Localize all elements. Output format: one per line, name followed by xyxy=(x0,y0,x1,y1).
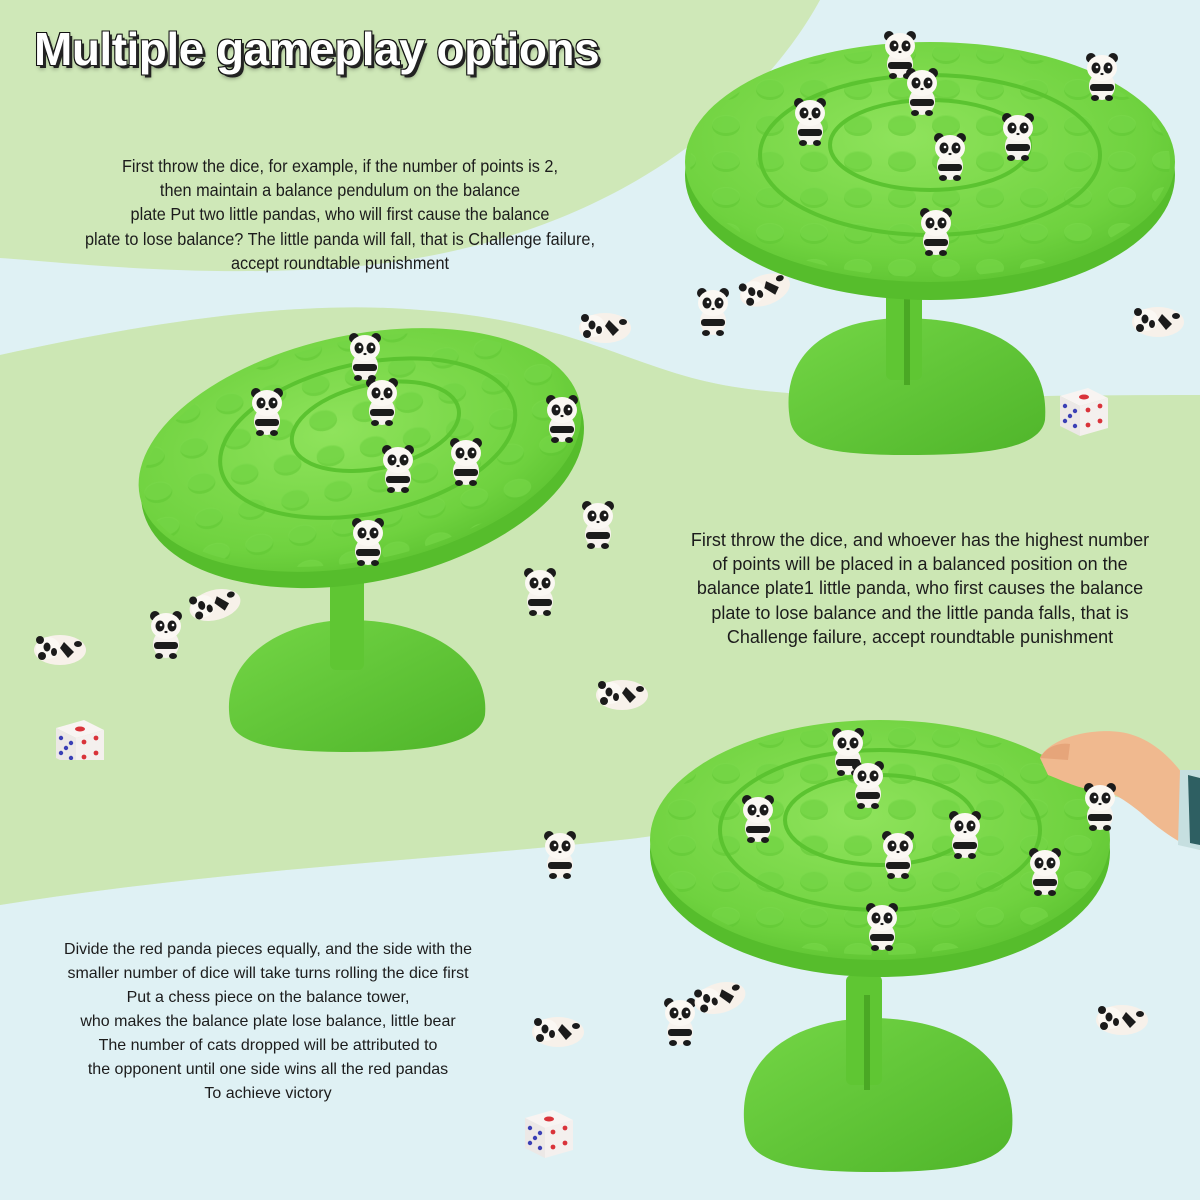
description-line: The number of cats dropped will be attri… xyxy=(98,1037,438,1054)
description-line: plate to lose balance and the little pan… xyxy=(711,602,1129,623)
gameplay-mode-2-description: First throw the dice, and whoever has th… xyxy=(650,528,1190,649)
description-line: First throw the dice, and whoever has th… xyxy=(690,530,1150,550)
description-line: then maintain a balance pendulum on the … xyxy=(159,180,521,201)
description-line: Put a chess piece on the balance tower, xyxy=(126,989,410,1006)
description-line: the opponent until one side wins all the… xyxy=(87,1061,449,1078)
balance-game-image-1 xyxy=(579,31,1184,455)
page-title: Multiple gameplay options xyxy=(33,22,601,76)
description-line: plate Put two little pandas, who will fi… xyxy=(130,204,550,225)
description-line: plate to lose balance? The little panda … xyxy=(85,228,595,249)
description-line: To achieve victory xyxy=(204,1085,332,1102)
description-line: First throw the dice, for example, if th… xyxy=(121,156,558,176)
description-line: Divide the red panda pieces equally, and… xyxy=(64,941,472,958)
balance-game-image-3 xyxy=(525,720,1200,1172)
description-line: who makes the balance plate lose balance… xyxy=(80,1013,456,1030)
description-line: balance plate1 little panda, who first c… xyxy=(696,578,1144,599)
description-line: accept roundtable punishment xyxy=(230,252,450,273)
balance-game-image-2 xyxy=(34,328,648,760)
gameplay-mode-3-description: Divide the red panda pieces equally, and… xyxy=(18,938,518,1106)
description-line: smaller number of dice will take turns r… xyxy=(67,965,469,982)
description-line: of points will be placed in a balanced p… xyxy=(712,554,1128,575)
hand-image xyxy=(1040,731,1200,850)
description-line: Challenge failure, accept roundtable pun… xyxy=(726,626,1114,647)
gameplay-mode-1-description: First throw the dice, for example, if th… xyxy=(42,154,637,275)
